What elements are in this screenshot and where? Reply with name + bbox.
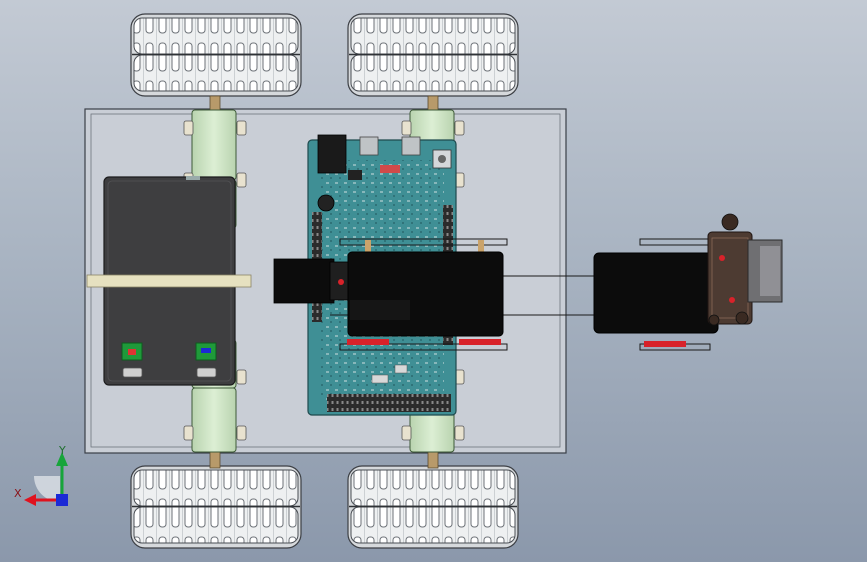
power-switch-knob xyxy=(128,349,136,355)
connector-strip xyxy=(459,339,501,345)
x-axis-label: X xyxy=(14,487,22,500)
stepper-motor-far xyxy=(593,252,719,334)
stepper-assembly[interactable] xyxy=(273,238,719,351)
z-axis-icon xyxy=(56,494,68,506)
y-axis-label: Y xyxy=(58,444,66,457)
wheel-rear-left[interactable] xyxy=(130,465,302,549)
connector-strip xyxy=(644,341,686,347)
gripper-assembly[interactable] xyxy=(707,213,783,326)
wheel-front-right[interactable] xyxy=(347,13,519,97)
usb-port xyxy=(359,136,379,156)
connector-strip xyxy=(347,339,389,345)
power-jack xyxy=(317,134,347,174)
stepper-motor xyxy=(347,251,504,337)
pin-header xyxy=(327,394,451,412)
coupler-block xyxy=(273,258,335,304)
mode-switch-knob xyxy=(201,348,211,353)
wheel-rear-right[interactable] xyxy=(347,465,519,549)
battery-strap xyxy=(86,274,252,288)
usb-port xyxy=(401,136,421,156)
wheel-front-left[interactable] xyxy=(130,13,302,97)
status-led xyxy=(338,279,344,285)
battery-pack[interactable] xyxy=(86,176,252,386)
axis-triad: Y X xyxy=(14,444,68,506)
